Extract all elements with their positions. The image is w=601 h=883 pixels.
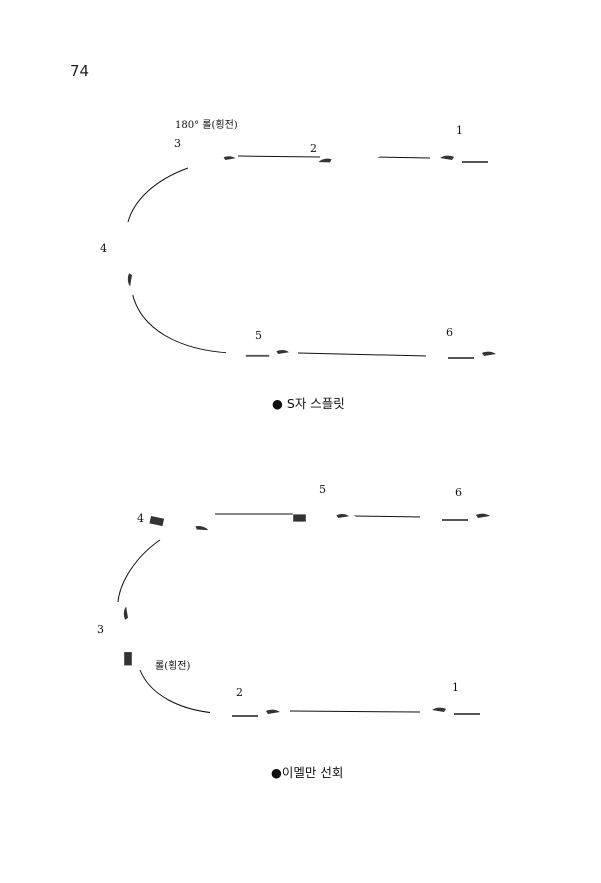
split-s-position-4: 4 xyxy=(100,242,107,255)
immelmann-flight-path xyxy=(118,514,424,713)
split-s-position-6: 6 xyxy=(446,326,453,339)
split-s-position-3: 3 xyxy=(174,137,181,150)
immelmann-position-1: 1 xyxy=(452,681,459,694)
split-s-roll-note: 180° 롤(횡전) xyxy=(175,116,238,131)
immelmann-plane-1 xyxy=(422,694,502,730)
immelmann-roll-note: 롤(횡전) xyxy=(155,657,190,672)
split-s-position-2: 2 xyxy=(310,142,317,155)
split-s-position-5: 5 xyxy=(255,329,262,342)
immelmann-position-2: 2 xyxy=(236,686,243,699)
split-s-diagram xyxy=(0,0,601,430)
immelmann-position-3: 3 xyxy=(97,623,104,636)
immelmann-position-5: 5 xyxy=(319,483,326,496)
split-s-caption: ● S자 스플릿 xyxy=(272,393,345,412)
immelmann-diagram xyxy=(0,470,601,800)
split-s-flight-path xyxy=(128,156,430,356)
immelmann-plane-6 xyxy=(420,500,500,536)
split-s-plane-6 xyxy=(426,338,506,374)
immelmann-caption: ●이멜만 선회 xyxy=(271,762,343,781)
immelmann-position-4: 4 xyxy=(137,512,144,525)
split-s-plane-4 xyxy=(111,220,151,296)
immelmann-position-6: 6 xyxy=(455,486,462,499)
split-s-plane-1 xyxy=(430,142,510,178)
figure-split-s: 180° 롤(횡전) 1 2 3 4 5 6 ● S자 스플릿 xyxy=(0,0,601,430)
split-s-plane-2 xyxy=(306,134,387,184)
figure-immelmann: 1 2 3 4 5 6 롤(횡전) ●이멜만 선회 xyxy=(0,470,601,800)
immelmann-plane-2 xyxy=(210,696,290,732)
split-s-plane-5 xyxy=(226,338,298,370)
split-s-plane-3 xyxy=(176,141,244,177)
immelmann-plane-4 xyxy=(139,498,222,553)
immelmann-plane-3 xyxy=(107,597,147,673)
split-s-position-1: 1 xyxy=(456,124,463,137)
immelmann-plane-5 xyxy=(286,498,358,536)
